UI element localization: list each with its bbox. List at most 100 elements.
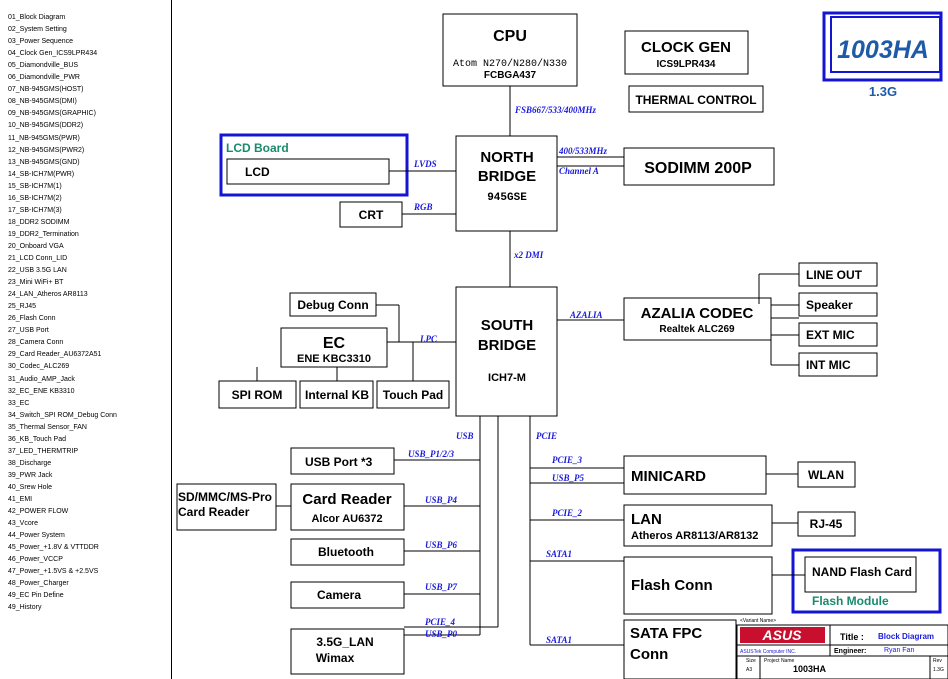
index-item: 39_PWR Jack <box>8 471 53 479</box>
flash-conn-box <box>623 556 773 615</box>
rgb-signal: RGB <box>413 202 433 212</box>
index-item: 46_Power_VCCP <box>8 556 63 564</box>
lan-sub: Atheros AR8113/AR8132 <box>631 530 758 542</box>
engineer-label: Engineer: <box>834 648 866 655</box>
lpc-signal: LPC <box>419 334 438 344</box>
rev-label: Rev <box>933 658 942 664</box>
clock-gen-sub: ICS9LPR434 <box>657 59 716 70</box>
index-item: 13_NB-945GMS(GND) <box>8 158 80 166</box>
rev-value: 1.3G <box>933 667 944 673</box>
usbp123-signal: USB_P1/2/3 <box>408 449 455 459</box>
lan-title: LAN <box>631 511 662 528</box>
index-item: 09_NB-945GMS(GRAPHIC) <box>8 110 96 118</box>
sata1b-signal: SATA1 <box>546 635 572 645</box>
lan-3g-line1: 3.5G_LAN <box>316 635 373 649</box>
internal-kb-label: Internal KB <box>305 388 369 402</box>
camera-box <box>290 581 405 609</box>
sata-fpc-line1: SATA FPC <box>630 625 702 642</box>
usbp6-signal: USB_P6 <box>425 540 458 550</box>
nand-title: NAND Flash Card <box>812 565 912 579</box>
north-bridge-line1: NORTH <box>480 149 533 166</box>
south-bridge-line2: BRIDGE <box>478 337 536 354</box>
index-item: 37_LED_THERMTRIP <box>8 447 79 455</box>
index-item: 41_EMI <box>8 496 33 503</box>
flash-module-frame <box>791 548 942 614</box>
index-item: 04_Clock Gen_ICS9LPR434 <box>8 50 98 58</box>
model-frame-inner <box>830 16 941 73</box>
model-name: 1003HA <box>837 36 929 64</box>
index-item: 02_System Setting <box>8 26 67 34</box>
wlan-label: WLAN <box>808 468 844 482</box>
project-label: Project Name <box>764 658 795 664</box>
title-block: <Variant Name> ASUS Title : Block Diagra… <box>736 618 948 679</box>
thermal-control-label: THERMAL CONTROL <box>635 93 756 107</box>
index-item: 36_KB_Touch Pad <box>8 435 66 443</box>
index-item: 43_Vcore <box>8 520 38 528</box>
bluetooth-label: Bluetooth <box>318 545 374 559</box>
line-out-label: LINE OUT <box>806 268 863 282</box>
index-item: 33_EC <box>8 399 30 407</box>
sodimm-label: SODIMM 200P <box>644 160 752 177</box>
azalia-box <box>623 297 772 341</box>
index-item: 35_Thermal Sensor_FAN <box>8 423 87 431</box>
south-bridge-line1: SOUTH <box>481 317 534 334</box>
usbp0-signal: USB_P0 <box>425 629 458 639</box>
pcie-signal: PCIE <box>536 431 557 441</box>
flash-module-label: Flash Module <box>812 594 889 608</box>
card-reader-sub: Alcor AU6372 <box>311 513 382 525</box>
camera-label: Camera <box>317 588 361 602</box>
index-item: 32_EC_ENE KB3310 <box>8 387 75 395</box>
connection-lines <box>256 86 805 646</box>
sata1-signal: SATA1 <box>546 549 572 559</box>
index-item: 08_NB-945GMS(DMI) <box>8 98 77 106</box>
index-item: 16_SB-ICH7M(2) <box>8 194 62 202</box>
usb-port-label: USB Port *3 <box>305 455 373 469</box>
ext-mic-label: EXT MIC <box>806 328 855 342</box>
index-item: 34_Switch_SPI ROM_Debug Conn <box>8 411 117 419</box>
lcd-board-title: LCD Board <box>226 141 289 155</box>
index-item: 20_Onboard VGA <box>8 242 64 250</box>
index-item: 22_USB 3.5G LAN <box>8 267 67 275</box>
lan-box <box>623 504 773 547</box>
index-item: 15_SB-ICH7M(1) <box>8 182 62 190</box>
int-mic-label: INT MIC <box>806 358 851 372</box>
sata-fpc-line2: Conn <box>630 646 668 663</box>
index-item: 24_LAN_Atheros AR8113 <box>8 291 88 299</box>
sd-label-line2: Card Reader <box>178 505 250 519</box>
lan-3g-box <box>290 628 405 675</box>
index-item: 11_NB-945GMS(PWR) <box>8 134 80 142</box>
north-bridge-box <box>455 135 558 232</box>
index-item: 21_LCD Conn_LID <box>8 255 68 262</box>
index-item: 47_Power_+1.5VS & +2.5VS <box>8 568 99 576</box>
index-item: 25_RJ45 <box>8 303 37 311</box>
ddr-signal: 400/533MHz <box>558 146 608 156</box>
rj45-box <box>797 511 856 537</box>
index-item: 07_NB-945GMS(HOST) <box>8 86 84 94</box>
lvds-signal: LVDS <box>413 159 437 169</box>
fsb-signal: FSB667/533/400MHz <box>514 105 597 115</box>
index-item: 48_Power_Charger <box>8 580 69 588</box>
index-item: 49_EC Pin Define <box>8 592 64 600</box>
index-item: 26_Flash Conn <box>8 315 56 323</box>
sata-fpc-box <box>623 619 737 679</box>
index-item: 05_Diamondville_BUS <box>8 62 79 70</box>
project-value: 1003HA <box>793 664 827 674</box>
cpu-line1: Atom N270/N280/N330 <box>453 58 567 70</box>
index-item: 23_Mini WiFi+ BT <box>8 279 64 287</box>
cpu-title: CPU <box>493 28 527 45</box>
index-item: 44_Power System <box>8 532 65 540</box>
dmi-signal: x2 DMI <box>513 250 544 260</box>
bluetooth-box <box>290 538 405 566</box>
variant-label: <Variant Name> <box>740 618 776 624</box>
usbp5-signal: USB_P5 <box>552 473 585 483</box>
lcd-board-frame <box>219 133 409 197</box>
sd-label-line1: SD/MMC/MS-Pro <box>178 490 272 504</box>
pcie2-signal: PCIE_2 <box>552 508 583 518</box>
rj45-label: RJ-45 <box>810 517 843 531</box>
channel-signal: Channel A <box>559 166 599 176</box>
south-bridge-sub: ICH7-M <box>488 372 526 384</box>
index-item: 49_History <box>8 604 42 612</box>
index-item: 10_NB-945GMS(DDR2) <box>8 122 84 130</box>
